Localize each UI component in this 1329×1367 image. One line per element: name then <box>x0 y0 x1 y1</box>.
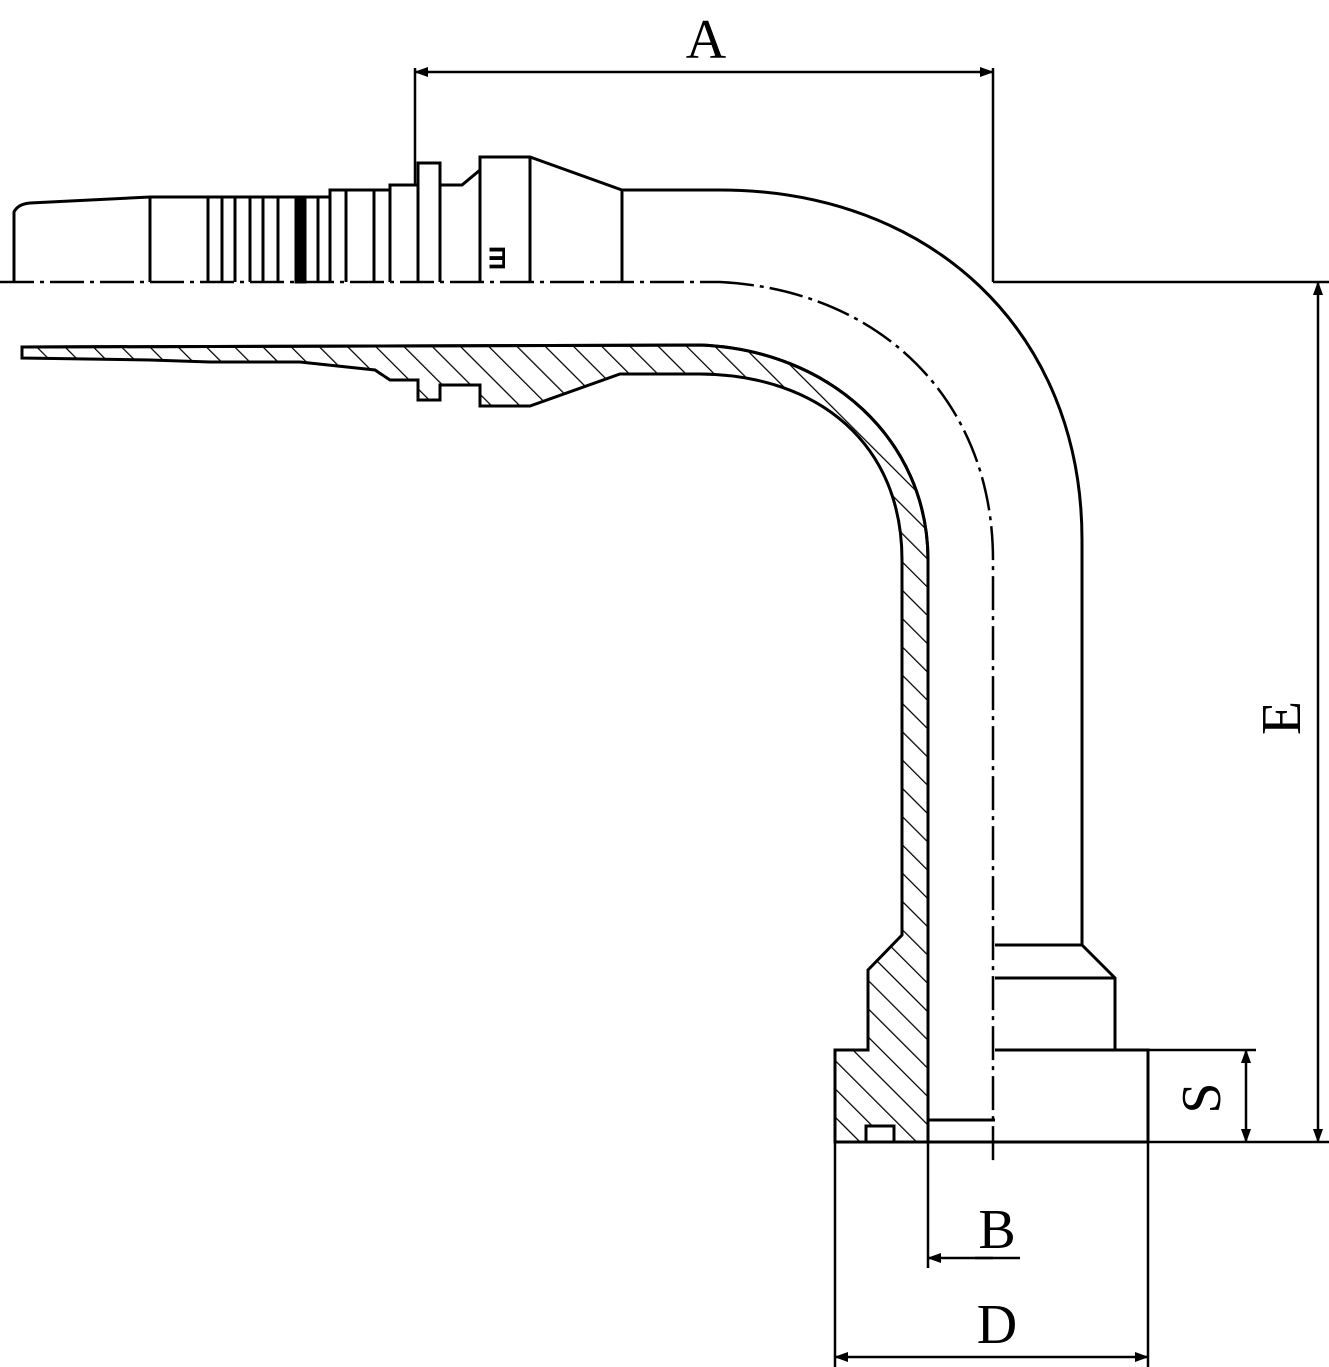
dimension-e <box>993 280 1329 1144</box>
dimension-s <box>1148 1048 1256 1143</box>
oring-groove <box>864 1124 896 1144</box>
dimension-label-a: A <box>686 9 727 71</box>
fitting-outline <box>12 155 1150 1144</box>
section-hatch <box>20 343 930 1144</box>
part-marking: ш <box>479 245 512 270</box>
dimension-a <box>413 67 995 282</box>
dimension-label-d: D <box>977 1294 1017 1356</box>
dimension-label-b: B <box>978 1199 1015 1261</box>
dimension-label-e: E <box>1251 701 1313 735</box>
dimension-label-s: S <box>1171 1082 1233 1113</box>
centerlines <box>0 280 995 1165</box>
dimension-d <box>833 1142 1150 1367</box>
dimension-b <box>926 1142 1020 1268</box>
